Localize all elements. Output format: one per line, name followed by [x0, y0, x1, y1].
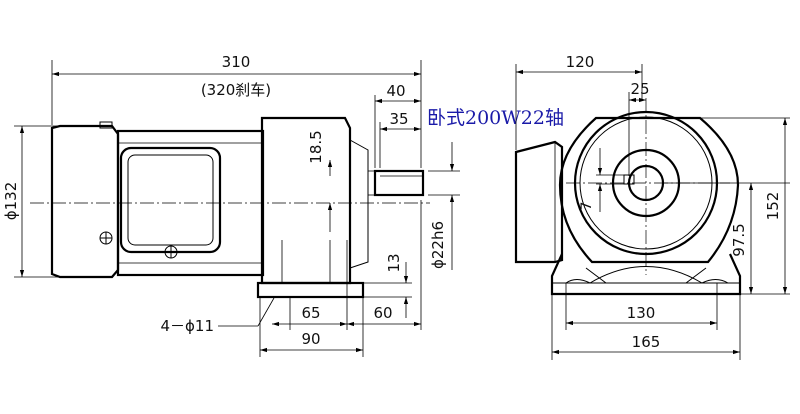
dim-foot-to-shaft: 60: [373, 304, 392, 322]
drawing-title: 卧式200W22轴: [427, 107, 564, 129]
dim-hole-spacing-y: 130: [627, 304, 656, 322]
dim-shaft-extension: 40: [386, 82, 405, 100]
dim-shaft-diameter: ϕ22h6: [429, 221, 447, 269]
gearbox-nose: [349, 139, 369, 269]
front-foot: [550, 253, 742, 296]
mounting-foot: [256, 281, 365, 299]
dim-total-height: 152: [764, 192, 782, 221]
dim-foot-thickness: 13: [385, 253, 403, 272]
mount-holes-callout: 4－ϕ11: [160, 317, 214, 335]
foot-hole-arc: [565, 279, 591, 284]
output-shaft: [373, 169, 425, 197]
foot-arch: [589, 266, 703, 284]
screw-icon: [164, 245, 178, 259]
dim-width-top: 120: [566, 53, 595, 71]
gearbox-housing: [260, 116, 352, 285]
dim-center-height: 97.5: [730, 223, 748, 256]
terminal-box-inner: [127, 154, 214, 246]
dim-key-length: 35: [389, 110, 408, 128]
leader-line: [257, 297, 275, 327]
side-view: 310 (320刹车) 40 35 18.5 ϕ132 ϕ22h6 13: [2, 53, 460, 357]
dim-base-width: 165: [632, 333, 661, 351]
dim-key-height: 18.5: [307, 130, 325, 163]
foot-rib: [685, 267, 707, 284]
terminal-box: [119, 146, 222, 254]
dim-foot-length: 90: [301, 330, 320, 348]
screw-icon: [99, 231, 113, 245]
gearbox-front-housing: [558, 116, 740, 264]
end-cap-lug: [99, 121, 113, 129]
dim-motor-diameter: ϕ132: [2, 182, 20, 221]
dim-overall-length-brake: (320刹车): [201, 81, 271, 99]
foot-rib: [585, 267, 607, 284]
dim-overall-length: 310: [222, 53, 251, 71]
foot-hole-arc: [701, 279, 729, 284]
motor-end-cap: [50, 124, 120, 279]
front-view: 120 25 7 97.5 152 130 165: [514, 53, 790, 360]
dim-hole-spacing-x: 65: [301, 304, 320, 322]
dim-key-width: 7: [579, 202, 595, 211]
dim-shaft-offset: 25: [630, 80, 649, 98]
